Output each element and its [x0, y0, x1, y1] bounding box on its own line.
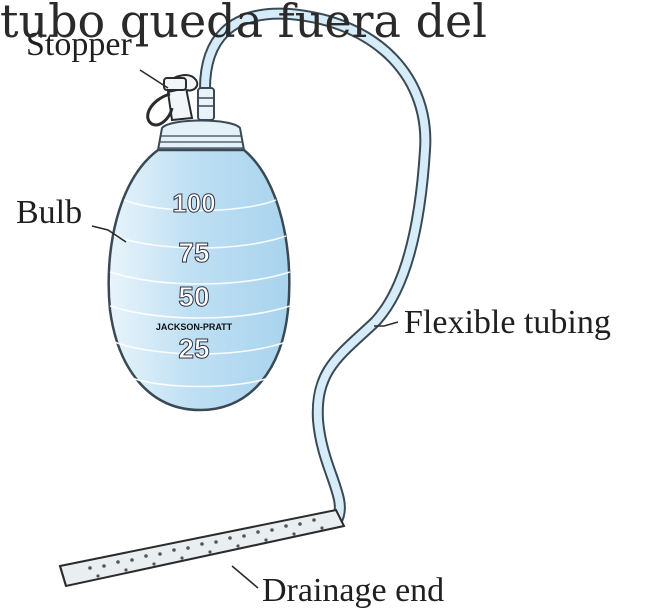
- drainage-end: [58, 508, 346, 588]
- scale-75: 75: [178, 237, 209, 268]
- stopper-leader: [139, 69, 169, 89]
- bulb-leader: [91, 225, 127, 243]
- stopper: [146, 74, 199, 127]
- drainage-label: Drainage end: [262, 572, 445, 609]
- bulb: [107, 148, 291, 412]
- brand-label: JACKSON-PRATT: [156, 322, 233, 332]
- scale-100: 100: [172, 188, 215, 218]
- scale-25: 25: [178, 333, 209, 364]
- tubing-leader: [374, 321, 399, 327]
- stopper-label: Stopper: [26, 26, 132, 63]
- drainage-leader: [231, 565, 259, 589]
- overlay-caption: tubo queda fuera del: [0, 0, 487, 48]
- tubing-label: Flexible tubing: [404, 304, 611, 341]
- bulb-label: Bulb: [16, 194, 83, 231]
- scale-50: 50: [178, 281, 209, 312]
- tube-connector: [197, 87, 215, 121]
